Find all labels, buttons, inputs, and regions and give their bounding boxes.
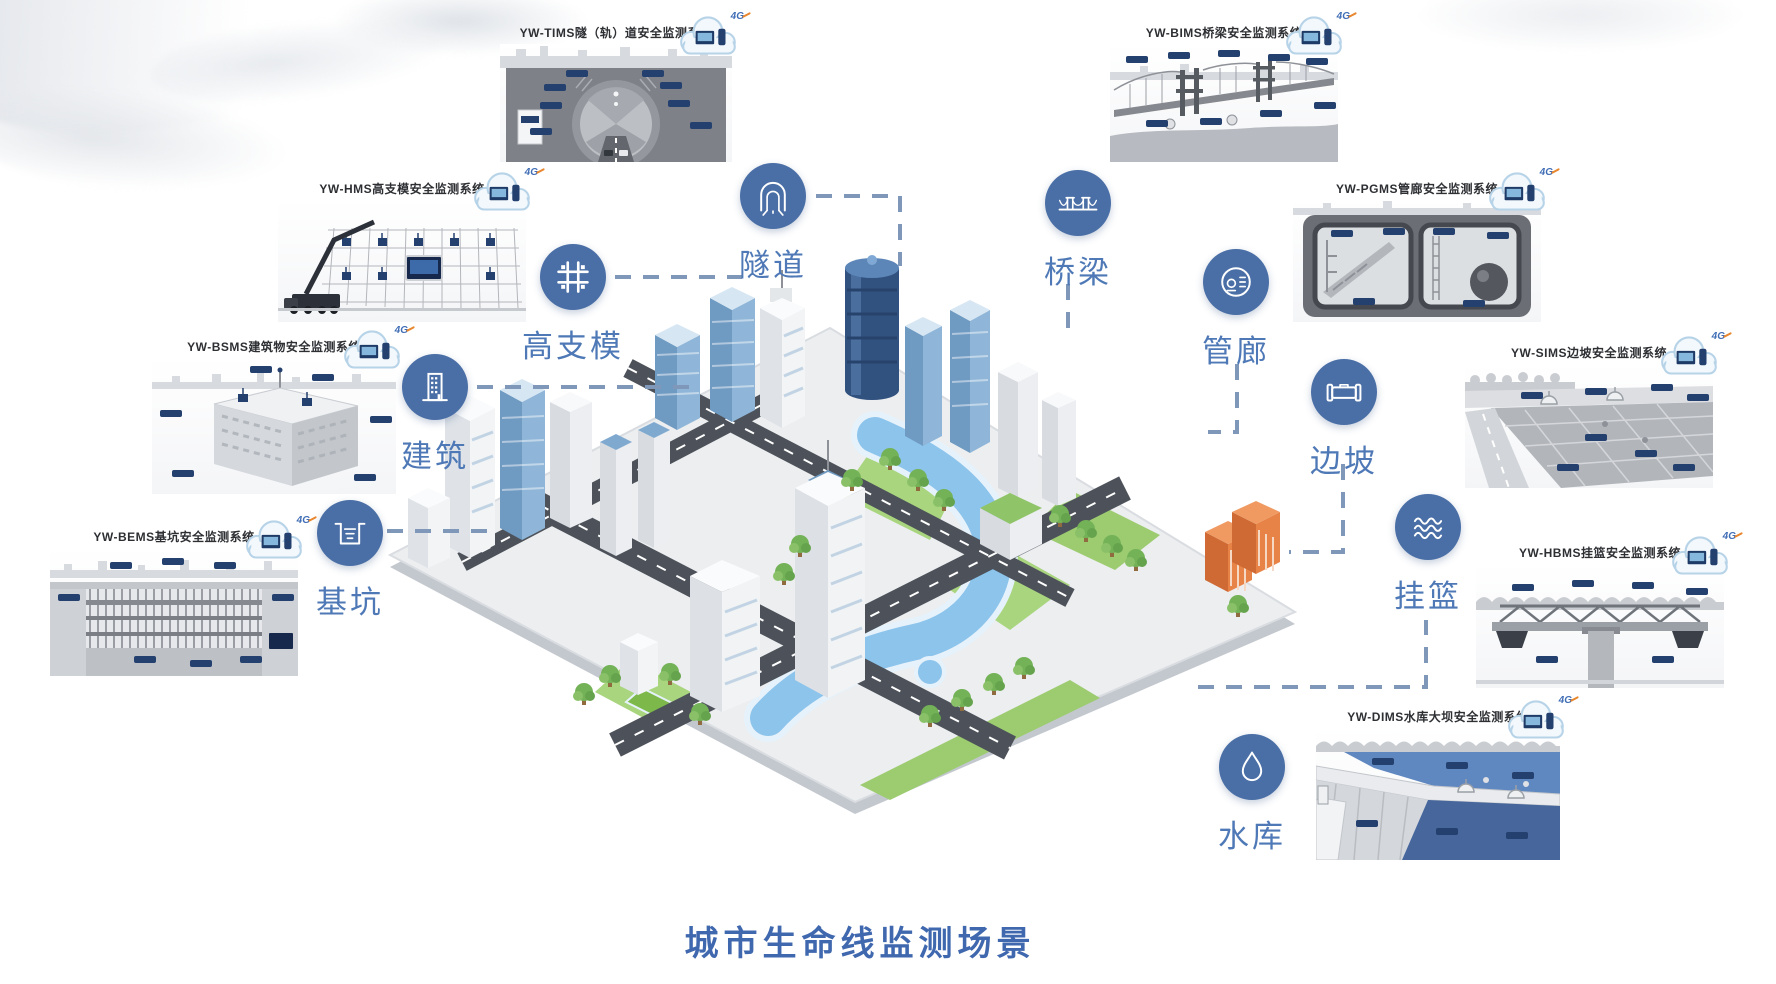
node-label-building: 建筑 bbox=[401, 439, 469, 474]
system-thumbnail-tims[interactable]: YW-TIMS隧（轨）道安全监测系统 4G bbox=[500, 11, 744, 162]
system-title-dims: YW-DIMS水库大坝安全监测系统 bbox=[1347, 710, 1529, 724]
background-swoosh bbox=[1420, 0, 1740, 50]
tunnel-icon bbox=[740, 163, 806, 229]
node-pipe-gallery[interactable]: 管廊 bbox=[1171, 249, 1301, 371]
node-reservoir[interactable]: 水库 bbox=[1187, 734, 1317, 856]
waves-icon bbox=[1395, 494, 1461, 560]
system-title-bems: YW-BEMS基坑安全监测系统 bbox=[93, 530, 255, 544]
excavation-pit-icon bbox=[317, 500, 383, 566]
node-label-reservoir: 水库 bbox=[1218, 819, 1286, 854]
node-basket[interactable]: 挂篮 bbox=[1363, 494, 1493, 616]
basket-scene-illustration bbox=[1476, 564, 1724, 688]
pipe-gallery-icon bbox=[1203, 249, 1269, 315]
system-thumbnail-bsms[interactable]: YW-BSMS建筑物安全监测系统 4G bbox=[152, 325, 408, 494]
node-label-tunnel: 隧道 bbox=[739, 248, 807, 283]
system-thumbnail-pgms[interactable]: YW-PGMS管廊安全监测系统 4G bbox=[1293, 167, 1553, 322]
cloud-4g-icon: 4G bbox=[1504, 695, 1572, 744]
pipe-segment-icon bbox=[1311, 359, 1377, 425]
node-tunnel[interactable]: 隧道 bbox=[708, 163, 838, 285]
system-thumbnail-dims[interactable]: YW-DIMS水库大坝安全监测系统 4G bbox=[1316, 695, 1572, 860]
bridge-icon bbox=[1045, 170, 1111, 236]
node-slope[interactable]: 边坡 bbox=[1279, 359, 1409, 481]
cloud-4g-icon: 4G bbox=[676, 11, 744, 60]
system-thumbnail-sims[interactable]: YW-SIMS边坡安全监测系统 4G bbox=[1465, 331, 1725, 488]
bridge-scene-illustration bbox=[1110, 44, 1338, 162]
system-title-tims: YW-TIMS隧（轨）道安全监测系统 bbox=[519, 26, 713, 40]
cloud-4g-icon: 4G bbox=[1657, 331, 1725, 380]
node-label-pipe-gallery: 管廊 bbox=[1202, 334, 1270, 369]
system-thumbnail-hms[interactable]: YW-HMS高支模安全监测系统 4G bbox=[278, 167, 538, 322]
cloud-4g-icon: 4G bbox=[470, 167, 538, 216]
system-title-bsms: YW-BSMS建筑物安全监测系统 bbox=[187, 340, 361, 354]
node-building[interactable]: 建筑 bbox=[370, 354, 500, 476]
formwork-scene-illustration bbox=[278, 200, 526, 322]
system-thumbnail-bims[interactable]: YW-BIMS桥梁安全监测系统 4G bbox=[1110, 11, 1350, 162]
node-label-slope: 边坡 bbox=[1310, 444, 1378, 479]
node-pit[interactable]: 基坑 bbox=[285, 500, 415, 622]
pit-scene-illustration bbox=[50, 548, 298, 676]
slope-scene-illustration bbox=[1465, 364, 1713, 488]
system-title-hms: YW-HMS高支模安全监测系统 bbox=[319, 182, 485, 196]
cloud-4g-icon: 4G bbox=[1282, 11, 1350, 60]
tunnel-scene-illustration bbox=[500, 44, 732, 162]
cloud-4g-icon: 4G bbox=[242, 515, 310, 564]
system-title-bims: YW-BIMS桥梁安全监测系统 bbox=[1145, 26, 1303, 40]
system-thumbnail-bems[interactable]: YW-BEMS基坑安全监测系统 4G bbox=[50, 515, 310, 676]
node-formwork[interactable]: 高支模 bbox=[508, 244, 638, 366]
node-label-pit: 基坑 bbox=[316, 585, 384, 620]
formwork-grid-icon bbox=[540, 244, 606, 310]
cloud-4g-icon: 4G bbox=[340, 325, 408, 374]
node-bridge[interactable]: 桥梁 bbox=[1013, 170, 1143, 292]
dam-scene-illustration bbox=[1316, 728, 1560, 860]
system-title-hbms: YW-HBMS挂篮安全监测系统 bbox=[1519, 546, 1681, 560]
node-label-basket: 挂篮 bbox=[1394, 579, 1462, 614]
node-label-bridge: 桥梁 bbox=[1044, 255, 1112, 290]
system-title-sims: YW-SIMS边坡安全监测系统 bbox=[1511, 346, 1667, 360]
system-thumbnail-hbms[interactable]: YW-HBMS挂篮安全监测系统 4G bbox=[1476, 531, 1736, 688]
building-icon bbox=[402, 354, 468, 420]
system-title-pgms: YW-PGMS管廊安全监测系统 bbox=[1336, 182, 1498, 196]
node-label-formwork: 高支模 bbox=[522, 329, 624, 364]
city-illustration bbox=[387, 255, 1298, 814]
page-title: 城市生命线监测场景 bbox=[684, 925, 1036, 963]
water-drop-icon bbox=[1219, 734, 1285, 800]
cloud-4g-icon: 4G bbox=[1668, 531, 1736, 580]
building-scene-illustration bbox=[152, 358, 396, 494]
cloud-4g-icon: 4G bbox=[1485, 167, 1553, 216]
pipe-gallery-scene-illustration bbox=[1293, 200, 1541, 322]
